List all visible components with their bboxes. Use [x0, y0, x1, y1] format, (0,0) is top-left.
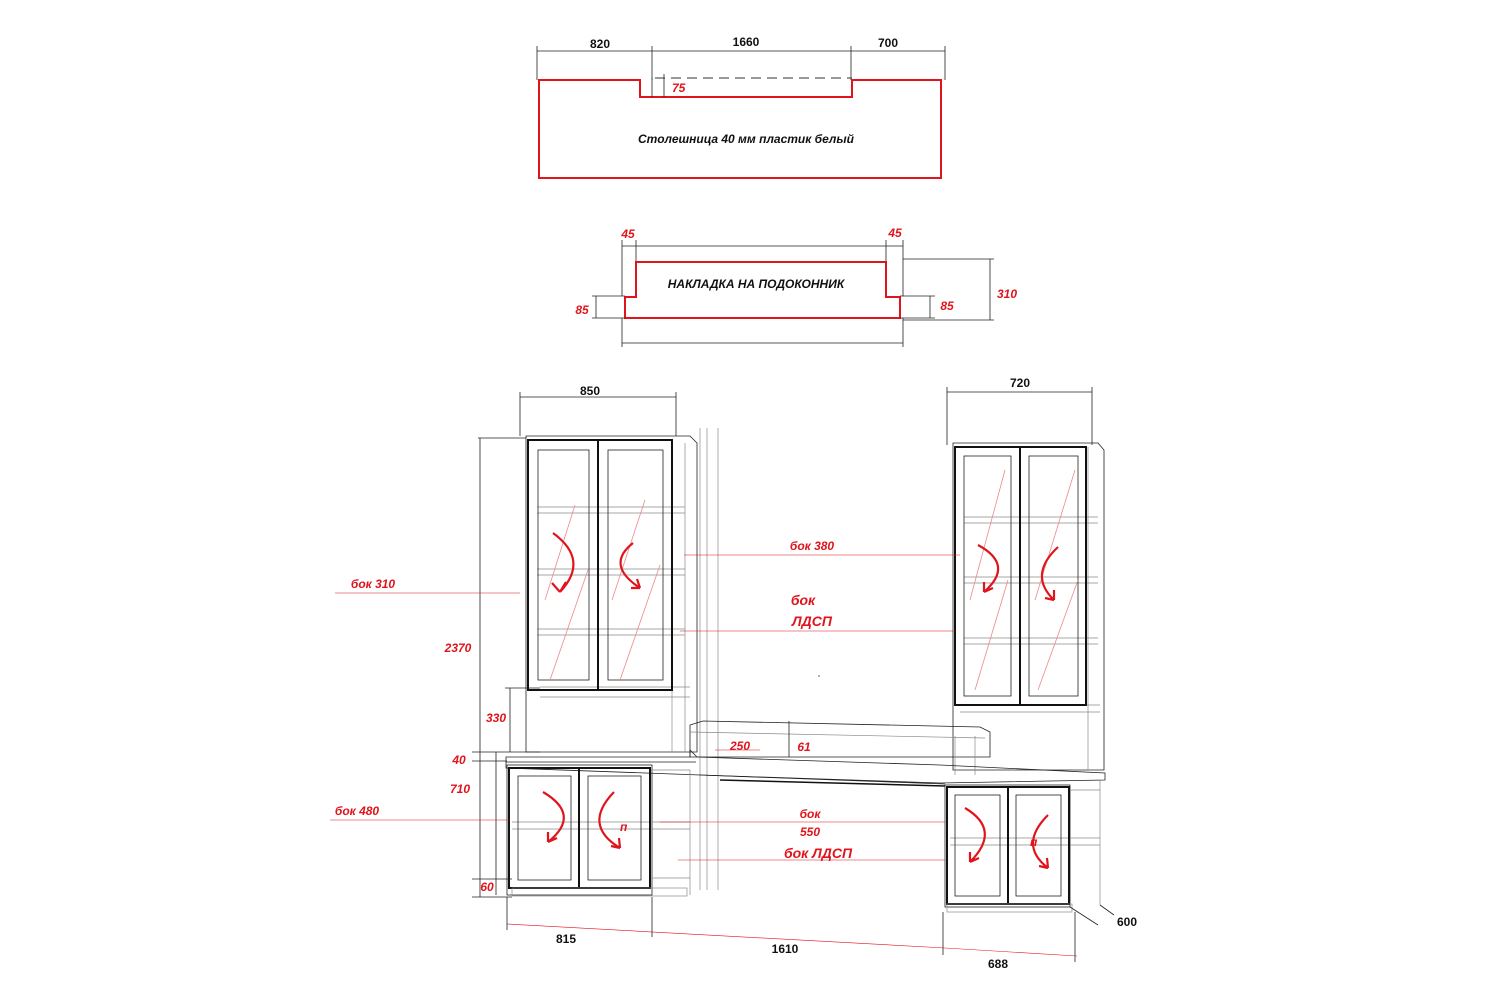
right-lower-door-1 [946, 786, 1009, 905]
countertop-dim-right: 700 [878, 36, 898, 50]
right-lower-open-arrow-2 [1032, 814, 1050, 870]
countertop-dim-notch: 75 [672, 81, 686, 95]
dim-bottom-right: 688 [988, 957, 1008, 971]
left-upper-door-1 [527, 439, 599, 691]
dim-gap-330: 330 [486, 711, 506, 725]
label-side-550-top: бок [800, 807, 822, 821]
countertop-elevation [505, 749, 1106, 787]
sill-dim-right-height: 85 [940, 299, 954, 313]
left-upper-door-2 [597, 439, 673, 691]
sill-overlay-label: НАКЛАДКА НА ПОДОКОННИК [668, 277, 846, 291]
dim-left-width: 850 [580, 384, 600, 398]
left-lower-open-arrow-1 [542, 791, 565, 844]
dim-plinth-60: 60 [480, 880, 494, 894]
left-lower-open-arrow-2 [598, 791, 622, 850]
label-side-310: бок 310 [351, 577, 396, 591]
dim-right-width: 720 [1010, 376, 1030, 390]
dim-top-40: 40 [451, 753, 466, 767]
label-side-550-bottom: 550 [800, 825, 820, 839]
dim-bottom-left: 815 [556, 932, 576, 946]
dim-61: 61 [797, 740, 811, 754]
right-lower-cabinet: п [944, 780, 1101, 913]
left-lower-door-2 [578, 767, 651, 889]
sill-dim-right-inset: 45 [887, 226, 902, 240]
label-side-ldsp-lower: бок ЛДСП [784, 845, 853, 861]
sill-overlay-plan: 45 45 НАКЛАДКА НА ПОДОКОННИК 85 85 310 [575, 226, 1017, 347]
label-side-ldsp-top: бок [791, 592, 816, 608]
left-lower-hinge-mark: п [620, 820, 628, 834]
countertop-label: Столешница 40 мм пластик белый [638, 132, 855, 146]
right-upper-cabinet [952, 442, 1105, 771]
sill-dim-left-height: 85 [575, 303, 589, 317]
countertop-plan: 820 1660 700 75 Столешница 40 мм пластик… [536, 35, 946, 179]
sill-dim-total-height: 310 [997, 287, 1017, 301]
furniture-elevation: 850 720 [330, 376, 1137, 971]
dim-total-height: 2370 [444, 641, 472, 655]
right-upper-door-1 [954, 446, 1021, 706]
right-upper-open-arrow-1 [977, 544, 1000, 594]
left-lower-cabinet: п [506, 764, 691, 897]
dim-bottom-middle: 1610 [772, 942, 799, 956]
right-lower-door-2 [1007, 786, 1070, 905]
right-upper-door-2 [1019, 446, 1087, 706]
label-side-480: бок 480 [335, 804, 380, 818]
right-upper-open-arrow-2 [1040, 546, 1059, 602]
dim-depth: 600 [1117, 915, 1137, 929]
left-lower-door-1 [508, 767, 580, 889]
left-upper-cabinet [525, 435, 698, 753]
dim-250: 250 [729, 739, 750, 753]
label-side-ldsp-bottom: ЛДСП [791, 613, 833, 629]
dim-lower-710: 710 [450, 782, 470, 796]
left-upper-open-arrow-1 [551, 532, 575, 593]
label-side-380: бок 380 [790, 539, 835, 553]
left-upper-open-arrow-2 [619, 542, 642, 590]
countertop-outline [538, 79, 942, 179]
right-lower-open-arrow-1 [964, 807, 986, 864]
right-lower-hinge-mark: п [1030, 835, 1038, 849]
countertop-dim-left: 820 [590, 37, 610, 51]
sill-dim-left-inset: 45 [620, 227, 635, 241]
countertop-dim-middle: 1660 [733, 35, 760, 49]
